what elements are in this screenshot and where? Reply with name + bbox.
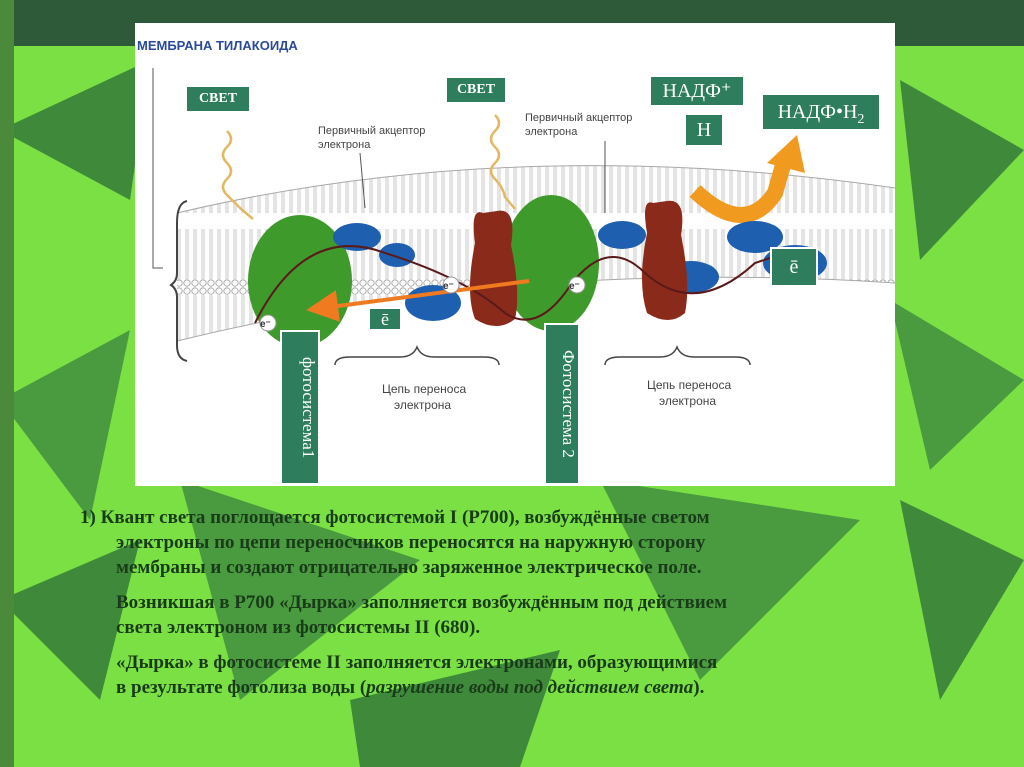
nadph-arrow	[689, 155, 793, 223]
acceptor-label-2-line2: электрона	[525, 126, 578, 138]
acceptor-pointer-1	[359, 152, 366, 209]
electron-path	[254, 245, 786, 324]
acceptor-label-2-line1: Первичный акцептор	[525, 112, 632, 124]
caption-line-7-end: ).	[693, 677, 705, 698]
caption-number: 1)	[80, 507, 96, 528]
caption-line-7: в результате фотолиза воды (разрушение в…	[60, 675, 980, 700]
chain-label-2-line2: электрона	[659, 394, 716, 408]
nadp-label: НАДФ⁺	[649, 75, 745, 107]
acceptor-label-1-line1: Первичный акцептор	[318, 125, 425, 137]
caption-line-2: электроны по цепи переносчиков переносят…	[116, 532, 706, 553]
carrier-4	[598, 221, 646, 249]
thylakoid-diagram: МЕМБРАНА ТИЛАКОИДА Первичный акцептор эл…	[135, 23, 895, 486]
chain-label-1-line1: Цепь переноса	[382, 382, 466, 396]
photosystem-2-shape	[503, 195, 599, 331]
bilayer-brace	[169, 200, 188, 362]
electron-symbol-3: e⁻	[569, 281, 580, 292]
electron-dot-1	[259, 314, 277, 332]
chain-brace-2	[604, 344, 751, 366]
caption-line-1: 1) Квант света поглощается фотосистемой …	[60, 505, 980, 530]
chain-brace-1	[334, 344, 500, 366]
electron-box-2: ē	[368, 307, 402, 331]
electron-arrow	[306, 279, 530, 322]
left-band	[0, 0, 14, 767]
carrier-2	[379, 243, 415, 267]
light-ray-2	[489, 114, 516, 210]
caption-line-1-text: Квант света поглощается фотосистемой I (…	[100, 507, 710, 528]
electron-symbol-2: e⁻	[443, 281, 454, 292]
h-label: Н	[684, 113, 724, 147]
photosystem-2-label: Фотосистема 2	[544, 323, 580, 485]
caption-line-5: света электроном из фотосистемы II (680)…	[116, 617, 481, 638]
electron-dot-3	[568, 276, 586, 294]
caption-line-3: мембраны и создают отрицательно заряженн…	[116, 557, 702, 578]
caption-line-4: Возникшая в P700 «Дырка» заполняется воз…	[116, 592, 728, 613]
chain-label-1-line2: электрона	[394, 398, 451, 412]
light-label-2: СВЕТ	[445, 76, 507, 104]
caption-line-6: «Дырка» в фотосистеме II заполняется эле…	[116, 652, 718, 673]
nadph2-label: НАДФ•Н2	[761, 93, 881, 131]
membrane-title: МЕМБРАНА ТИЛАКОИДА	[137, 38, 298, 53]
light-ray-1	[221, 130, 254, 220]
nadph-arrow-head	[767, 135, 805, 173]
acceptor-label-1-line2: электрона	[318, 139, 371, 151]
electron-symbol-1: e⁻	[260, 319, 271, 330]
nadph2-sub: 2	[857, 112, 865, 127]
photosystem-1-label: фотосистема1	[280, 330, 320, 485]
cytochrome-1	[470, 210, 518, 326]
caption-line-7-start: в результате фотолиза воды (	[116, 677, 367, 698]
light-label-1: СВЕТ	[185, 85, 251, 113]
caption-line-7-em: разрушение воды под действием света	[366, 677, 694, 698]
carrier-6	[727, 221, 783, 253]
caption-text: 1) Квант света поглощается фотосистемой …	[60, 505, 980, 700]
carrier-1	[333, 223, 381, 251]
cytochrome-2	[642, 200, 688, 320]
chain-label-2-line1: Цепь переноса	[647, 378, 731, 392]
electron-box-1: ē	[770, 247, 818, 287]
electron-dot-2	[442, 276, 460, 294]
membrane-bracket	[152, 68, 163, 269]
nadph2-base: НАДФ•Н	[777, 101, 858, 123]
